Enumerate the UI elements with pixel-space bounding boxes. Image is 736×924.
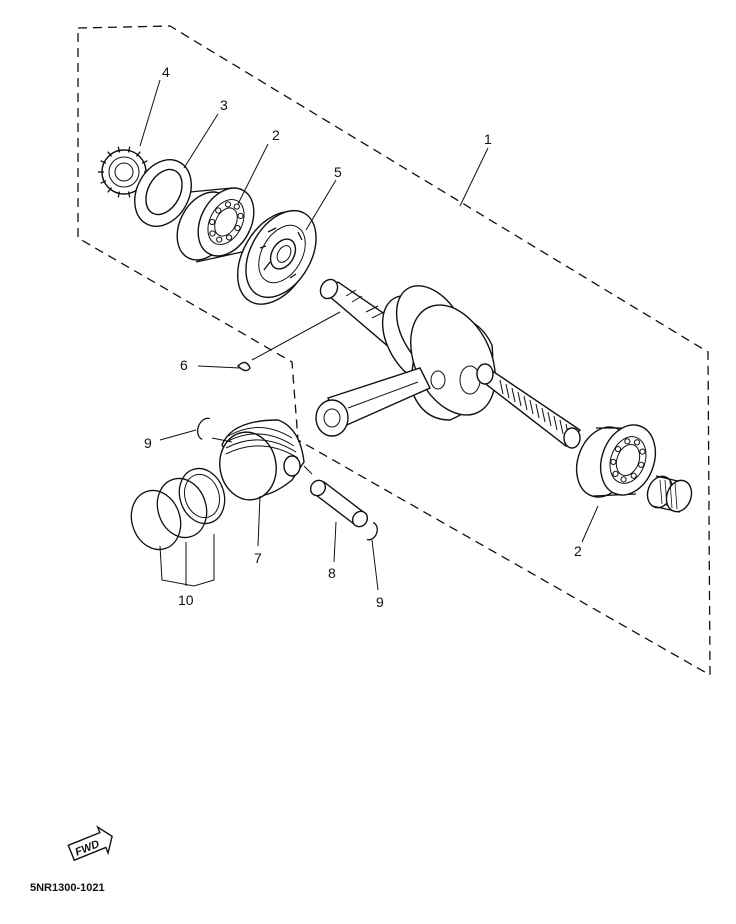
leader-7 — [257, 495, 261, 547]
leader-6 — [197, 365, 241, 369]
oil-pump-plate-part — [236, 209, 317, 305]
bearing-upper-part — [176, 187, 255, 263]
needle-bearing-part — [646, 475, 693, 513]
leader-10-bracket — [159, 534, 215, 587]
callout-1: 1 — [484, 131, 492, 147]
callout-3: 3 — [220, 97, 228, 113]
leader-9-right — [371, 539, 379, 591]
callout-2-upper: 2 — [272, 127, 280, 143]
drawing-code: 5NR1300-1021 — [30, 882, 105, 894]
callout-9-left: 9 — [144, 435, 152, 451]
piston-pin-part — [309, 479, 369, 528]
woodruff-key-part — [237, 361, 251, 372]
leader-6-to-shaft — [251, 311, 341, 361]
callout-10: 10 — [178, 592, 194, 608]
leader-3 — [183, 113, 219, 169]
leader-2-upper — [237, 143, 269, 205]
crankshaft-part — [315, 278, 582, 449]
leader-8 — [333, 521, 337, 563]
callout-9-right: 9 — [376, 594, 384, 610]
leader-4 — [139, 79, 161, 147]
sprocket-part — [98, 146, 150, 198]
piston-part — [219, 419, 305, 501]
callout-7: 7 — [254, 550, 262, 566]
assembly-outline — [77, 25, 711, 677]
callout-4: 4 — [162, 64, 170, 80]
callout-8: 8 — [328, 565, 336, 581]
washer-part — [134, 159, 192, 227]
leader-lines — [139, 79, 599, 591]
fwd-direction-badge: FWD — [67, 825, 113, 862]
leader-2-lower — [581, 505, 599, 543]
leader-1 — [459, 147, 489, 207]
circlip-left-part — [196, 417, 210, 440]
leader-9-left — [159, 429, 197, 441]
bearing-lower-part — [575, 424, 657, 498]
leader-piston-to-pin — [303, 465, 313, 475]
callout-5: 5 — [334, 164, 342, 180]
leader-5 — [305, 179, 337, 231]
leader-9-to-piston — [211, 437, 233, 443]
callout-2-lower: 2 — [574, 543, 582, 559]
callout-6: 6 — [180, 357, 188, 373]
piston-ring-set-part — [130, 467, 226, 551]
circlip-right-part — [366, 521, 378, 541]
